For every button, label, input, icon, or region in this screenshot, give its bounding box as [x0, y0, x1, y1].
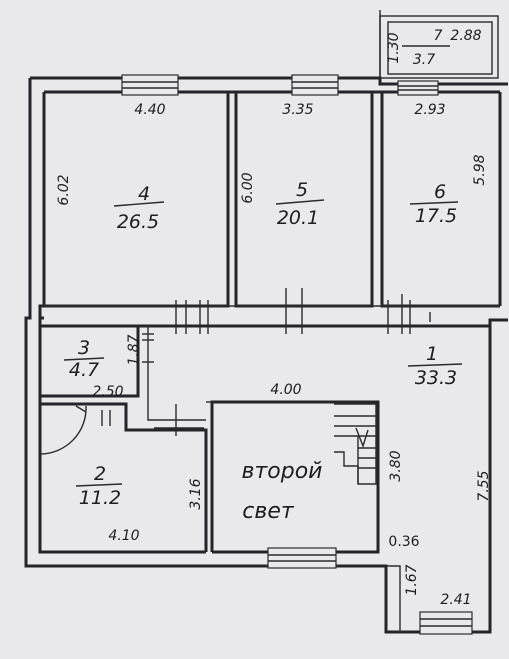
- window-room-5: [291, 74, 339, 96]
- dim-room-3-small: 1.87: [126, 334, 142, 365]
- inner-wall-left: [38, 92, 206, 554]
- room-4-area: 26.5: [117, 211, 159, 233]
- door-room-6: [387, 294, 431, 334]
- corridor-wall: [38, 316, 490, 328]
- window-bottom: [267, 547, 337, 569]
- balcony: [379, 10, 499, 79]
- dim-top-room-4: 4.40: [134, 102, 165, 118]
- dim-stair-h: 3.80: [388, 450, 404, 481]
- door-room-2: [39, 405, 87, 455]
- dim-top-room-5: 3.35: [282, 102, 313, 118]
- room-2-area: 11.2: [79, 487, 121, 509]
- dim-porch-w: 2.41: [440, 592, 471, 608]
- door-room-5: [285, 288, 303, 334]
- room-1-area: 33.3: [415, 367, 457, 389]
- room-labels: 4 26.5 5 20.1 6 17.5 1 33.3 2 11.2 3 4.7…: [63, 28, 463, 509]
- dim-hall-w: 4.00: [270, 382, 301, 398]
- room-3-area: 4.7: [69, 359, 99, 381]
- room-5-area: 20.1: [277, 207, 319, 229]
- top-wall-outer: [30, 76, 508, 86]
- windows: [121, 74, 473, 635]
- room-7-area: 3.7: [413, 52, 435, 68]
- doors: [39, 288, 431, 455]
- balcony-inner: [387, 21, 493, 75]
- label-second: второй: [242, 459, 323, 484]
- lower-walls: [38, 326, 401, 632]
- dim-gap: 0.36: [388, 534, 419, 550]
- room-3-number: 3: [78, 337, 90, 359]
- dimensions: 4.40 3.35 2.93 6.02 6.00 5.98 1.30 2.88 …: [56, 28, 492, 608]
- dim-porch-h: 1.67: [404, 564, 420, 595]
- room-2-walls: [40, 402, 208, 552]
- room-6-number: 6: [434, 181, 446, 203]
- room-6-area: 17.5: [415, 205, 457, 227]
- room-2-number: 2: [94, 463, 106, 485]
- dim-top-room-6: 2.93: [414, 102, 445, 118]
- room-4-number: 4: [138, 183, 150, 205]
- label-light: свет: [242, 499, 295, 524]
- dim-hall-h: 7.55: [476, 470, 492, 501]
- dim-balcony-w: 2.88: [450, 28, 481, 44]
- room-3-walls: [38, 326, 140, 398]
- window-room-6: [397, 80, 439, 96]
- dim-room-3-w: 2.50: [92, 384, 123, 400]
- room-5-number: 5: [296, 179, 308, 201]
- dim-room-2-w: 4.10: [108, 528, 139, 544]
- room-7-number: 7: [434, 28, 443, 44]
- door-hall: [142, 333, 204, 436]
- door-small: [101, 410, 111, 426]
- dim-side-room-5: 6.00: [240, 172, 256, 203]
- stairs: [334, 403, 377, 485]
- window-porch: [419, 611, 473, 635]
- stairs-arrow-icon: [355, 427, 369, 449]
- door-room-4: [175, 300, 209, 334]
- room-1-number: 1: [426, 343, 438, 365]
- dim-room-2-h: 3.16: [188, 478, 204, 509]
- second-light-label: второй свет: [242, 459, 323, 524]
- dim-side-room-6: 5.98: [472, 154, 488, 185]
- window-room-4: [121, 74, 179, 96]
- dim-balcony-h: 1.30: [386, 32, 402, 63]
- dim-side-room-4: 6.02: [56, 174, 72, 205]
